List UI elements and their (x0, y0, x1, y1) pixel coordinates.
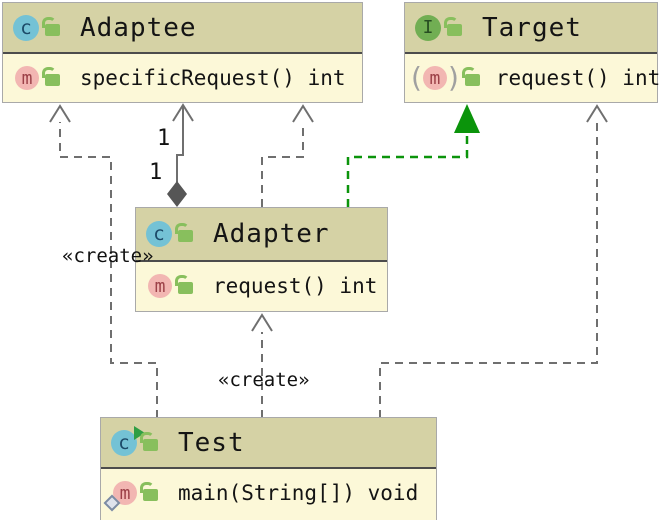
interface-icon-letter: I (422, 17, 434, 38)
member-row-specificrequest[interactable]: m specificRequest() int (3, 54, 362, 102)
adapter-header[interactable]: c Adapter (136, 208, 387, 262)
class-name-adaptee: Adaptee (80, 12, 197, 43)
target-header[interactable]: I Target (405, 3, 657, 54)
entry-point-diamond-icon (103, 494, 121, 512)
class-icon: c (13, 14, 39, 41)
create-label-test-adapter: «create» (218, 369, 310, 391)
class-name-test: Test (178, 427, 245, 458)
edge-test-creates-adaptee (49, 104, 158, 418)
edge-test-depends-target (379, 104, 608, 418)
adaptee-header[interactable]: c Adaptee (3, 3, 362, 54)
class-name-adapter: Adapter (213, 219, 330, 249)
create-label-test-adaptee: «create» (62, 245, 154, 267)
multiplicity-label-upper: 1 (157, 126, 171, 151)
member-label: request() int (495, 66, 661, 90)
abstract-method-icon: m (422, 66, 447, 90)
class-icon-letter: c (20, 16, 32, 39)
main-method-icon: m (103, 481, 137, 512)
unlocked-padlock-icon (444, 16, 462, 36)
member-row-main[interactable]: m main(String[]) void (101, 469, 436, 517)
method-icon-letter: m (119, 482, 131, 504)
member-row-request[interactable]: m request() int (136, 262, 387, 310)
multiplicity-label-lower: 1 (149, 160, 163, 185)
unlocked-padlock-icon (175, 275, 193, 294)
unlocked-padlock-icon (140, 431, 158, 451)
interface-icon: I (415, 14, 441, 41)
class-name-target: Target (482, 12, 582, 43)
class-icon: c (146, 221, 172, 247)
abstract-paren-right: ) (447, 61, 459, 94)
method-icon-letter: m (154, 275, 166, 297)
interface-box-target[interactable]: I Target ( m ) request() int (404, 2, 661, 103)
unlocked-padlock-icon (461, 67, 480, 86)
unlocked-padlock-icon (175, 223, 193, 242)
class-box-adapter[interactable]: c Adapter m request() int (135, 207, 388, 312)
method-icon-letter: m (429, 67, 441, 89)
edge-adapter-depends-adaptee (261, 104, 314, 207)
member-label: specificRequest() int (80, 66, 346, 90)
method-icon-letter: m (21, 67, 33, 89)
edge-test-creates-adapter (251, 313, 273, 418)
class-box-adaptee[interactable]: c Adaptee m specificRequest() int (2, 2, 363, 103)
unlocked-padlock-icon (42, 16, 60, 36)
unlocked-padlock-icon (140, 482, 158, 501)
run-triangle-icon (134, 425, 145, 440)
method-icon: m (148, 274, 172, 298)
method-icon: m (15, 66, 39, 90)
class-icon-letter: c (118, 431, 130, 454)
member-row-request-abstract[interactable]: ( m ) request() int (405, 54, 661, 102)
test-header[interactable]: c Test (101, 418, 436, 469)
edge-adapter-implements-target (346, 104, 480, 207)
abstract-paren-left: ( (411, 61, 422, 94)
unlocked-padlock-icon (42, 67, 60, 86)
class-box-test[interactable]: c Test m main(String[]) void (100, 417, 437, 520)
class-icon-letter: c (153, 223, 165, 245)
runnable-class-icon: c (111, 425, 145, 456)
member-label: main(String[]) void (178, 481, 419, 505)
member-label: request() int (213, 274, 378, 298)
edge-adapter-composes-adaptee (167, 103, 194, 207)
